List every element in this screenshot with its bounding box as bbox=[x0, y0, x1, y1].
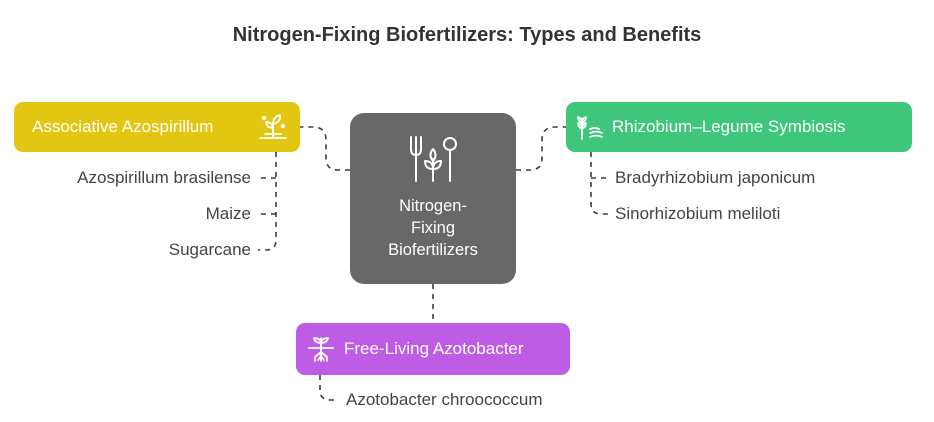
center-label-line-2: Fixing bbox=[410, 219, 455, 237]
rhizobium-item-2: Sinorhizobium meliloti bbox=[615, 204, 781, 223]
azospirillum-item-3: Sugarcane bbox=[168, 240, 251, 259]
connector-azotobacter-items bbox=[319, 375, 338, 401]
branch-rhizobium: Rhizobium–Legume Symbiosis bbox=[566, 102, 912, 152]
connector-rhizobium-items bbox=[590, 152, 608, 215]
branch-azotobacter: Free-Living Azotobacter bbox=[296, 323, 570, 375]
azospirillum-item-2: Maize bbox=[205, 204, 251, 223]
plant-seedling-icon bbox=[259, 114, 287, 139]
diagram-title: Nitrogen-Fixing Biofertilizers: Types an… bbox=[232, 24, 702, 46]
branch-azotobacter-label: Free-Living Azotobacter bbox=[344, 339, 524, 358]
branch-rhizobium-label: Rhizobium–Legume Symbiosis bbox=[612, 117, 846, 136]
center-label-line-3: Biofertilizers bbox=[388, 241, 478, 259]
branch-azospirillum-label: Associative Azospirillum bbox=[32, 117, 214, 136]
connector-center-to-azospirillum bbox=[299, 126, 350, 171]
azotobacter-item-1: Azotobacter chroococcum bbox=[346, 390, 543, 409]
connector-center-to-rhizobium bbox=[516, 126, 567, 171]
wheat-sprout-icon bbox=[577, 116, 603, 140]
center-node: Nitrogen- Fixing Biofertilizers bbox=[350, 113, 516, 284]
rhizobium-item-1: Bradyrhizobium japonicum bbox=[615, 168, 816, 187]
connector-azospirillum-items bbox=[258, 152, 277, 251]
branch-azospirillum: Associative Azospirillum bbox=[14, 102, 300, 152]
azospirillum-item-1: Azospirillum brasilense bbox=[77, 168, 251, 187]
center-label-line-1: Nitrogen- bbox=[399, 197, 467, 215]
plant-roots-icon bbox=[308, 337, 334, 362]
fork-leaf-spoon-icon bbox=[410, 136, 457, 182]
